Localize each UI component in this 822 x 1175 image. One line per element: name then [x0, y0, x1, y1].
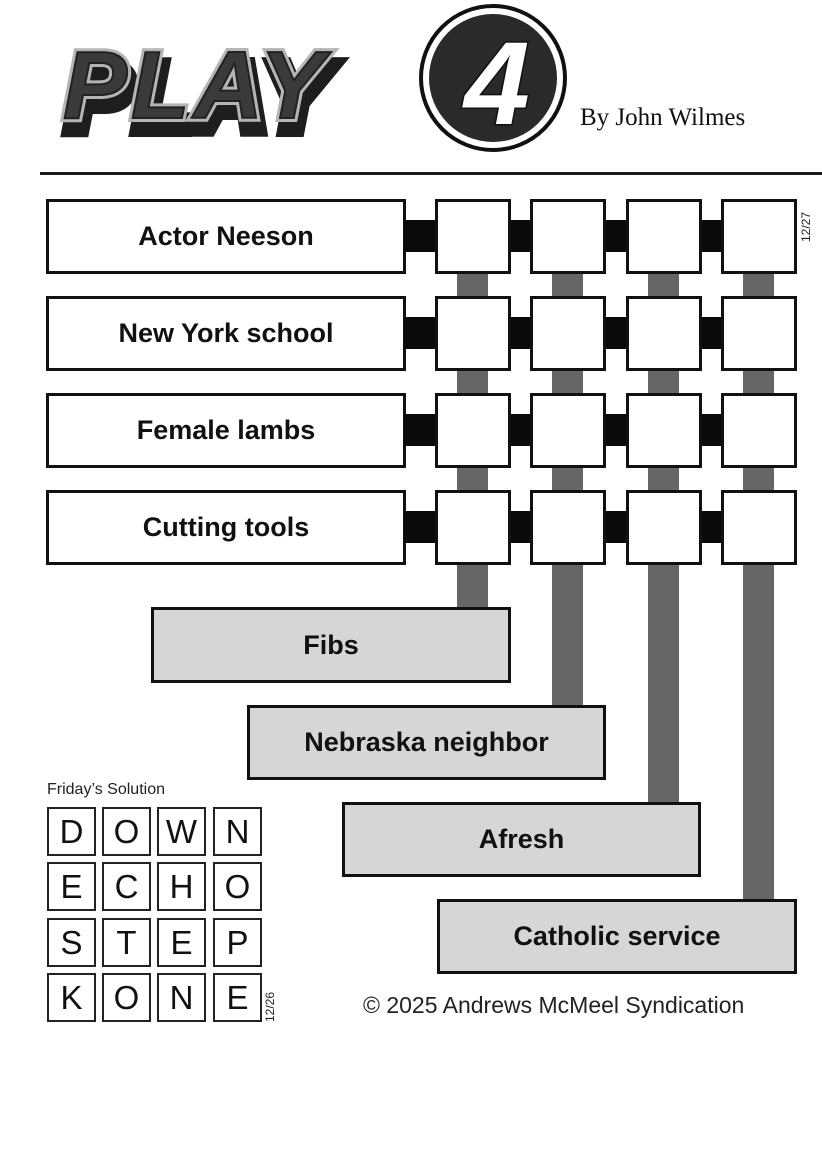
row-connector [700, 317, 723, 349]
copyright: © 2025 Andrews McMeel Syndication [363, 992, 745, 1018]
solution-cell: N [157, 973, 206, 1022]
row-connector [604, 317, 628, 349]
header-divider [40, 172, 822, 175]
across-clue-box: Female lambs [46, 393, 406, 468]
down-clue-label: Fibs [303, 629, 359, 660]
row-connector [404, 220, 437, 252]
solution-cell: E [213, 973, 262, 1022]
answer-cell[interactable] [435, 490, 511, 565]
across-clue-label: New York school [118, 318, 334, 348]
down-clue-box: Afresh [342, 802, 701, 877]
solution-cell: O [102, 807, 151, 856]
answer-cell[interactable] [530, 199, 606, 274]
answer-cell[interactable] [721, 199, 797, 274]
row-connector [509, 414, 532, 446]
across-clue-box: Actor Neeson [46, 199, 406, 274]
row-connector [700, 414, 723, 446]
solution-date: 12/26 [263, 991, 277, 1022]
across-clue-label: Female lambs [136, 415, 316, 445]
answer-cell[interactable] [626, 296, 702, 371]
row-connector [404, 414, 437, 446]
row-connector [509, 511, 532, 543]
solution-cell: P [213, 918, 262, 967]
logo-text: PLAY [63, 32, 332, 139]
row-connector [404, 317, 437, 349]
across-clue-label: Cutting tools [142, 512, 310, 542]
solution-cell: N [213, 807, 262, 856]
logo-shadow: PLAY [60, 37, 339, 158]
answer-cell[interactable] [530, 296, 606, 371]
answer-cell[interactable] [626, 199, 702, 274]
solution-cell: O [213, 862, 262, 911]
solution-cell: E [47, 862, 96, 911]
logo-shadow-text: PLAY [67, 44, 336, 151]
solution-cell: D [47, 807, 96, 856]
down-clue-box: Nebraska neighbor [247, 705, 606, 780]
answer-cell[interactable] [626, 393, 702, 468]
down-clue-box: Catholic service [437, 899, 797, 974]
answer-cell[interactable] [626, 490, 702, 565]
solution-cell: O [102, 973, 151, 1022]
answer-cell[interactable] [435, 199, 511, 274]
row-connector [700, 511, 723, 543]
across-clue-box: New York school [46, 296, 406, 371]
answer-cell[interactable] [530, 393, 606, 468]
puzzle-date: 12/27 [799, 211, 813, 242]
solution-cell: T [102, 918, 151, 967]
solution-cell: S [47, 918, 96, 967]
row-connector [509, 220, 532, 252]
down-clue-label: Catholic service [513, 921, 721, 951]
row-connector [604, 220, 628, 252]
row-connector [404, 511, 437, 543]
solution-cell: H [157, 862, 206, 911]
logo-circle [429, 14, 557, 142]
solution-cell: K [47, 973, 96, 1022]
answer-cell[interactable] [530, 490, 606, 565]
answer-cell[interactable] [721, 393, 797, 468]
row-connector [604, 414, 628, 446]
solution-cell: W [157, 807, 206, 856]
row-connector [604, 511, 628, 543]
column-connector [743, 270, 774, 902]
row-connector [509, 317, 532, 349]
solution-cell: E [157, 918, 206, 967]
answer-cell[interactable] [435, 296, 511, 371]
play4-logo: PLAY PLAY PLAY 4 [59, 4, 567, 158]
solution-cell: C [102, 862, 151, 911]
logo-number: 4 [462, 18, 530, 150]
across-clue-label: Actor Neeson [138, 221, 314, 251]
down-clue-label: Nebraska neighbor [304, 727, 549, 757]
down-clue-label: Afresh [478, 824, 565, 854]
answer-cell[interactable] [721, 296, 797, 371]
answer-cell[interactable] [435, 393, 511, 468]
row-connector [700, 220, 723, 252]
down-clue-box: Fibs [151, 607, 511, 683]
logo-text-outline: PLAY [63, 32, 332, 139]
across-clue-box: Cutting tools [46, 490, 406, 565]
answer-cell[interactable] [721, 490, 797, 565]
solution-title: Friday’s Solution [47, 781, 165, 798]
byline: By John Wilmes [580, 104, 746, 131]
